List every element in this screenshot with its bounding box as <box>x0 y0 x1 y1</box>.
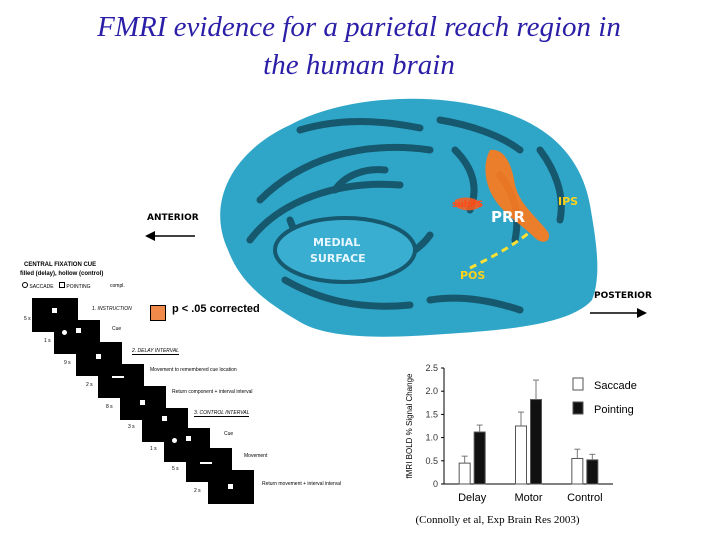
time-label: 8 s <box>106 404 113 410</box>
task-header-2: filled (delay), hollow (control) <box>20 271 104 277</box>
pointing-square-icon <box>58 282 65 288</box>
posterior-label: POSTERIOR <box>594 291 652 301</box>
saccade-circle-icon <box>22 282 28 288</box>
posterior-arrow <box>590 308 647 318</box>
y-tick-label: 1.0 <box>425 433 438 443</box>
fixation-dot <box>52 308 57 313</box>
bar-saccade <box>458 462 471 485</box>
anterior-label: ANTERIOR <box>147 213 199 223</box>
task-saccade-text: SACCADE <box>29 284 54 290</box>
activation-subps <box>455 197 482 211</box>
category-label: Control <box>567 492 602 504</box>
fixation-dot <box>162 416 167 421</box>
slide-title: FMRI evidence for a parietal reach regio… <box>0 8 718 84</box>
bar-pointing <box>586 459 599 485</box>
fixation-dot <box>62 330 67 335</box>
citation-caption: (Connolly et al, Exp Brain Res 2003) <box>415 514 580 526</box>
pos-label: POS <box>460 269 486 282</box>
title-line-2: the human brain <box>263 49 455 81</box>
corpus-callosum-region <box>273 216 417 284</box>
fixation-dot <box>172 438 177 443</box>
cue-square <box>76 328 81 333</box>
activation-region <box>485 149 550 242</box>
legend-swatch-saccade <box>572 377 584 391</box>
anterior-arrow <box>145 231 195 241</box>
time-label: 5 s <box>172 466 179 472</box>
bar-saccade <box>515 425 527 485</box>
task-compl-label: compl. <box>110 283 125 289</box>
cue-square <box>186 436 191 441</box>
task-cue-note-2: Cue <box>224 431 234 437</box>
task-cue-note: Cue <box>112 326 122 332</box>
y-tick-label: 2.5 <box>425 363 438 373</box>
task-saccade-label: SACCADE POINTING <box>22 282 91 290</box>
bar-pointing <box>473 431 486 485</box>
fixation-cross <box>228 484 233 489</box>
title-line-1: FMRI evidence for a parietal reach regio… <box>97 11 621 43</box>
legend-label: p < .05 corrected <box>172 303 260 315</box>
time-label: 3 s <box>128 424 135 430</box>
legend-swatch-pointing <box>572 401 584 415</box>
time-label: 2 s <box>194 488 201 494</box>
task-return-interval: Return movement + interval interval <box>262 481 342 487</box>
task-move-remembered: Movement to remembered cue location <box>150 367 237 373</box>
y-axis-label: fMRI BOLD % Signal Change <box>405 373 414 478</box>
y-tick-label: 2.0 <box>425 386 438 396</box>
time-label: 1 s <box>44 338 51 344</box>
time-label: 5 s <box>24 316 31 322</box>
category-label: Motor <box>514 492 542 504</box>
y-tick-label: 0 <box>433 479 438 489</box>
y-tick-label: 0.5 <box>425 456 438 466</box>
step-instruction: 1. INSTRUCTION <box>92 306 132 312</box>
pos-sulcus-line <box>469 230 531 270</box>
time-label: 1 s <box>150 446 157 452</box>
movement-arrow <box>200 462 212 464</box>
legend-swatch <box>150 305 166 321</box>
y-tick-label: 1.5 <box>425 409 438 419</box>
step-delay: 2. DELAY INTERVAL <box>132 348 179 355</box>
movement-arrow <box>112 376 124 378</box>
time-label: 2 s <box>86 382 93 388</box>
bold-signal-bar-chart: 0 0.5 1.0 1.5 2.0 2.5 fMRI BOLD % Signal Chang… <box>405 363 637 504</box>
time-label: 9 s <box>64 360 71 366</box>
prr-label: PRR <box>491 208 526 226</box>
bar-pointing <box>530 399 542 485</box>
subps-label: subPS <box>452 200 484 210</box>
fixation-cross <box>140 400 145 405</box>
task-frame-9 <box>208 470 254 504</box>
task-header-1: CENTRAL FIXATION CUE <box>24 262 97 268</box>
task-movement: Movement <box>244 453 268 459</box>
bar-saccade <box>571 457 584 485</box>
ips-label: IPS <box>558 195 579 208</box>
task-return-component: Return component + interval interval <box>172 389 253 395</box>
step-control: 3. CONTROL INTERVAL <box>194 410 250 417</box>
fixation-dot <box>96 354 101 359</box>
legend-label-pointing: Pointing <box>594 404 634 416</box>
task-pointing-text: POINTING <box>66 284 91 290</box>
category-label: Delay <box>458 492 487 504</box>
medial-label-line-2: SURFACE <box>310 252 366 265</box>
legend-label-saccade: Saccade <box>594 380 637 392</box>
medial-label-line-1: MEDIAL <box>313 236 361 249</box>
